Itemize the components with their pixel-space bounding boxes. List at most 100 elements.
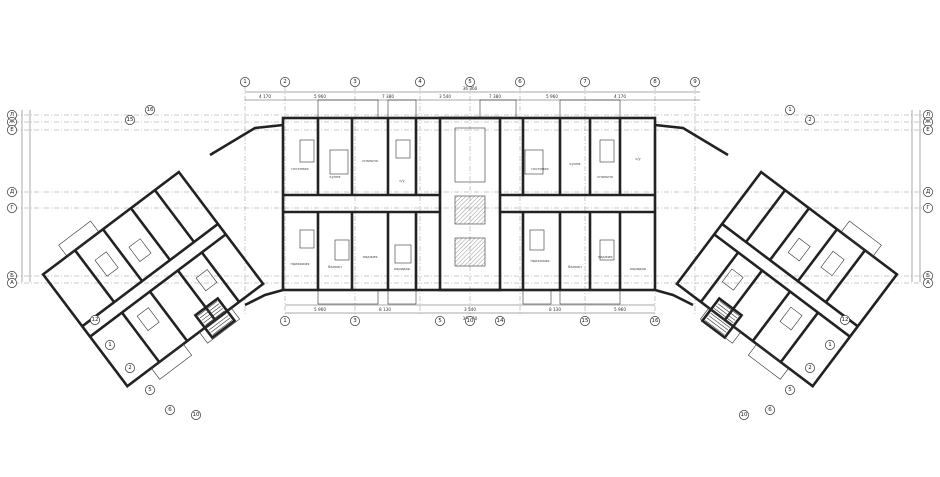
axis-bubble-bottom: 15: [580, 316, 590, 326]
svg-text:2: 2: [283, 79, 287, 85]
bathroom-fixture: [299, 229, 315, 249]
room-label: прихожая: [531, 259, 550, 263]
axis-bubble-right: Д: [923, 187, 933, 197]
room-label: с/у: [399, 179, 405, 183]
bathroom-fixture: [329, 149, 349, 175]
room-label: коридор: [394, 267, 411, 271]
axis-bubble-left: Б: [7, 271, 17, 281]
svg-text:6: 6: [518, 79, 522, 85]
dim-bottom-segment: 5 960: [314, 307, 326, 312]
svg-text:5: 5: [148, 387, 152, 393]
svg-text:9: 9: [693, 79, 697, 85]
svg-text:Е: Е: [926, 127, 930, 133]
axis-bubble-top: 4: [415, 77, 425, 87]
room-label: балкон: [328, 265, 342, 269]
room-label: балкон: [568, 265, 582, 269]
dim-bottom-segment: 3 540: [464, 307, 476, 312]
left-stair: [193, 296, 237, 340]
bathroom-fixture: [334, 239, 350, 261]
balcony: [387, 289, 417, 305]
svg-text:15: 15: [127, 117, 134, 123]
room-label: гостиная: [531, 167, 548, 171]
axis-bubble-top: 5: [465, 77, 475, 87]
dim-top-segment: 4 170: [614, 94, 626, 99]
svg-text:12: 12: [842, 317, 849, 323]
svg-text:10: 10: [741, 412, 748, 418]
svg-text:16: 16: [147, 107, 154, 113]
room-label: гостиная: [291, 167, 308, 171]
axis-bubble-top: 9: [690, 77, 700, 87]
svg-text:10: 10: [193, 412, 200, 418]
svg-text:10: 10: [467, 318, 474, 324]
svg-text:8: 8: [653, 79, 657, 85]
axis-bubble-wing-left: 1: [105, 340, 115, 350]
axis-bubble-wing-top: 2: [805, 115, 815, 125]
svg-text:6: 6: [768, 407, 772, 413]
axis-bubble-wing-right: 2: [805, 363, 815, 373]
svg-text:1: 1: [788, 107, 792, 113]
svg-text:Г: Г: [10, 205, 14, 211]
dim-top-total: 36 360: [463, 86, 478, 91]
svg-text:Д: Д: [926, 189, 931, 195]
room-label: лоджия: [363, 255, 378, 259]
right-wing: [675, 170, 899, 388]
bathroom-fixture: [394, 244, 412, 264]
axis-bubble-wing-left: 6: [165, 405, 175, 415]
svg-text:Ж: Ж: [925, 119, 931, 125]
left-wing: [41, 170, 265, 388]
balcony: [317, 289, 379, 305]
room-label: лоджия: [598, 255, 613, 259]
svg-text:Ж: Ж: [9, 119, 15, 125]
room-labels: гостиная кухня спальня с/у прихожая балкон лод…: [291, 157, 647, 271]
bathroom-fixture: [395, 139, 411, 159]
svg-text:2: 2: [808, 117, 812, 123]
axis-bubble-wing-top: 1: [785, 105, 795, 115]
stair-core: [454, 237, 486, 267]
svg-text:5: 5: [468, 79, 472, 85]
right-stair: [700, 296, 744, 340]
bathroom-fixture: [599, 239, 615, 261]
svg-text:2: 2: [808, 365, 812, 371]
axis-bubble-wing-left: 10: [191, 410, 201, 420]
svg-text:16: 16: [652, 318, 659, 324]
axis-bubble-bottom: 16: [650, 316, 660, 326]
axis-bubble-wing-right: 12: [840, 315, 850, 325]
dim-top-segment: 5 960: [546, 94, 558, 99]
room-label: прихожая: [291, 262, 310, 266]
axis-bubble-wing-top: 16: [145, 105, 155, 115]
svg-text:Б: Б: [926, 273, 930, 279]
bathroom-fixture: [524, 149, 544, 175]
axis-bubble-top: 3: [350, 77, 360, 87]
central-block: [281, 99, 657, 305]
svg-text:1: 1: [108, 342, 112, 348]
axis-bubble-wing-right: 1: [825, 340, 835, 350]
dim-bottom-segment: 8 130: [379, 307, 391, 312]
axis-bubble-top: 7: [580, 77, 590, 87]
svg-text:1: 1: [283, 318, 287, 324]
dim-bottom-segment: 8 130: [549, 307, 561, 312]
dim-top-segment: 3 540: [439, 94, 451, 99]
axis-bubble-bottom: 1: [280, 316, 290, 326]
axis-bubble-right: Е: [923, 125, 933, 135]
axis-bubble-left: Е: [7, 125, 17, 135]
axis-bubble-bottom: 5: [435, 316, 445, 326]
svg-text:12: 12: [92, 317, 99, 323]
svg-text:Б: Б: [10, 273, 14, 279]
axis-bubble-left: Г: [7, 203, 17, 213]
room-label: кухня: [330, 175, 341, 179]
axis-bubble-left: Д: [7, 187, 17, 197]
bathroom-fixture: [529, 229, 545, 251]
svg-text:4: 4: [418, 79, 422, 85]
room-label: спальня: [362, 159, 377, 163]
dim-top-segment: 7 380: [489, 94, 501, 99]
svg-text:14: 14: [497, 318, 504, 324]
axis-bubble-bottom: 10: [465, 316, 475, 326]
svg-text:Л: Л: [10, 112, 14, 118]
room-label: с/у: [635, 157, 641, 161]
balcony: [479, 99, 517, 119]
dim-top-segment: 7 380: [382, 94, 394, 99]
dim-top-segment: 5 960: [314, 94, 326, 99]
